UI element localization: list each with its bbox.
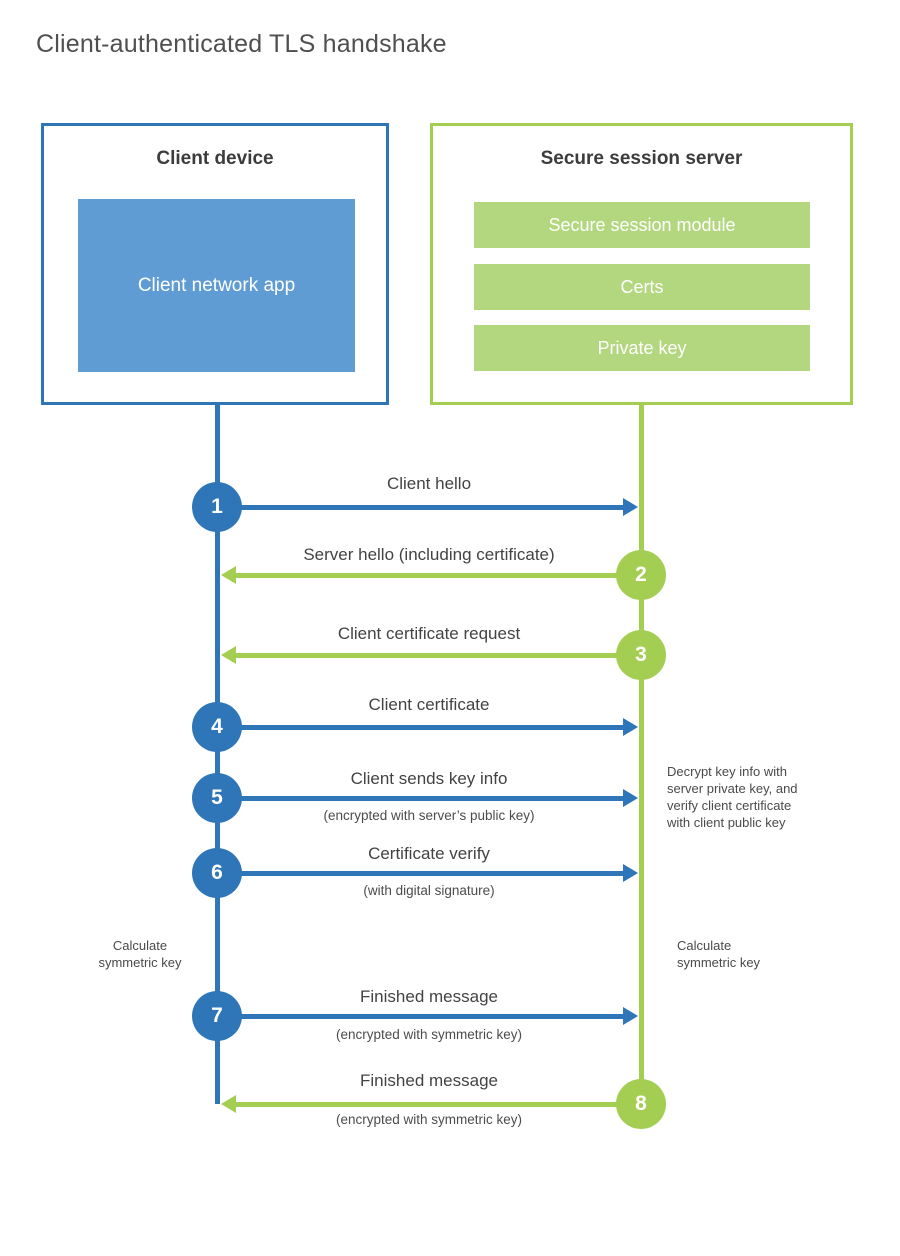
message-label: Finished message	[360, 1071, 498, 1090]
server-module-bar: Secure session module	[474, 202, 810, 248]
message-label: Finished message	[360, 987, 498, 1006]
calculate-symmetric-key-note-client: Calculate symmetric key	[98, 938, 182, 970]
arrowhead-right-icon	[623, 789, 638, 807]
step-circle: 2	[616, 550, 666, 600]
arrowhead-left-icon	[221, 566, 236, 584]
message-sublabel: (encrypted with symmetric key)	[335, 1112, 523, 1127]
arrow-client-to-server	[217, 725, 623, 730]
arrow-client-to-server	[217, 796, 623, 801]
arrow-server-to-client	[236, 573, 641, 578]
client-device-heading: Client device	[156, 148, 274, 169]
page-title: Client-authenticated TLS handshake	[36, 30, 447, 58]
arrowhead-right-icon	[623, 864, 638, 882]
message-sublabel: (encrypted with server’s public key)	[323, 808, 535, 823]
arrowhead-right-icon	[623, 498, 638, 516]
step-circle: 4	[192, 702, 242, 752]
arrowhead-left-icon	[221, 646, 236, 664]
decrypt-annotation: Decrypt key info with server private key…	[667, 764, 798, 830]
client-network-app-box: Client network app	[78, 199, 355, 372]
message-label: Certificate verify	[368, 844, 490, 863]
arrow-server-to-client	[236, 653, 641, 658]
message-sublabel: (encrypted with symmetric key)	[335, 1027, 523, 1042]
message-sublabel: (with digital signature)	[363, 883, 495, 898]
server-private-key-bar: Private key	[474, 325, 810, 371]
arrowhead-left-icon	[221, 1095, 236, 1113]
step-circle: 3	[616, 630, 666, 680]
message-label: Client certificate	[368, 695, 490, 714]
arrow-client-to-server	[217, 505, 623, 510]
arrowhead-right-icon	[623, 718, 638, 736]
server-lifeline	[639, 405, 644, 1104]
step-circle: 5	[192, 773, 242, 823]
step-circle: 6	[192, 848, 242, 898]
arrow-server-to-client	[236, 1102, 641, 1107]
calculate-symmetric-key-note-server: Calculate symmetric key	[677, 938, 761, 970]
server-certs-bar: Certs	[474, 264, 810, 310]
arrow-client-to-server	[217, 1014, 623, 1019]
message-label: Client hello	[386, 474, 472, 493]
message-label: Client certificate request	[337, 624, 521, 643]
step-circle: 8	[616, 1079, 666, 1129]
message-label: Server hello (including certificate)	[303, 545, 555, 564]
message-label: Client sends key info	[350, 769, 508, 788]
step-circle: 7	[192, 991, 242, 1041]
step-circle: 1	[192, 482, 242, 532]
arrowhead-right-icon	[623, 1007, 638, 1025]
server-heading: Secure session server	[540, 148, 743, 169]
arrow-client-to-server	[217, 871, 623, 876]
client-lifeline	[215, 405, 220, 1104]
